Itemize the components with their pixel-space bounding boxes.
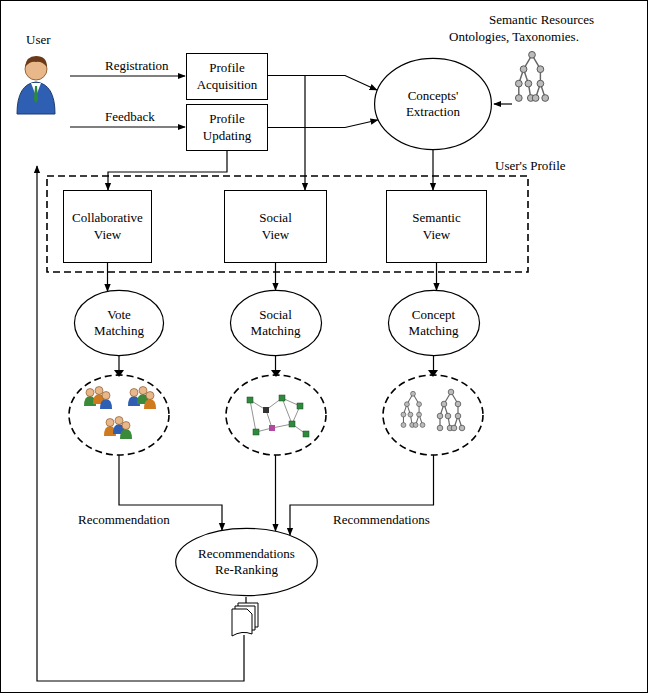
registration-arrow [70, 75, 185, 76]
node-text: Collaborative View [69, 210, 147, 243]
process-ellipse: Vote Matching [74, 290, 164, 356]
node-text: Semantic View [406, 210, 468, 243]
process-box: Social View [224, 190, 327, 263]
feedback-loop-line [37, 166, 244, 681]
free-label: Semantic Resources [487, 12, 596, 28]
resources-arrow [494, 103, 512, 104]
social-network-group [226, 375, 326, 455]
connector-arrow [268, 76, 305, 191]
process-ellipse: Concept Matching [388, 290, 480, 356]
arrow-head [271, 370, 281, 377]
connector-arrow [275, 263, 276, 290]
node-text: Vote Matching [89, 307, 149, 340]
node-text: Social View [248, 210, 303, 243]
views-group-frame [47, 176, 528, 272]
user-icon [17, 56, 55, 114]
connector-arrow [107, 263, 108, 291]
edge-label: Recommendation [76, 512, 172, 528]
node-text: Profile Updating [192, 111, 262, 144]
connector-arrow [268, 76, 377, 91]
edge-label: Recommendations [331, 512, 432, 528]
process-box: Collaborative View [63, 190, 152, 263]
arrow-head [428, 370, 438, 377]
feedback-arrow [70, 126, 185, 127]
connector-arrow [108, 151, 227, 190]
connector-arrow [432, 150, 433, 190]
process-box: Semantic View [386, 190, 487, 263]
semantic-resources-tree [515, 51, 548, 101]
output-line [245, 597, 246, 603]
edge-label: User's Profile [493, 158, 568, 174]
process-ellipse: Concepts' Extraction [374, 58, 492, 150]
process-ellipse: Recommendations Re-Ranking [175, 528, 318, 596]
document-stack-icon [232, 603, 258, 636]
node-text: Social Matching [245, 307, 307, 340]
process-box: Profile Acquisition [186, 53, 268, 100]
process-ellipse: Social Matching [230, 290, 322, 356]
free-label: User [24, 32, 53, 48]
node-text: Profile Acquisition [192, 60, 262, 93]
free-label: Feedback [103, 109, 157, 125]
free-label: Registration [103, 58, 171, 74]
connector-arrow [268, 120, 378, 128]
concept-trees-group [383, 375, 483, 455]
process-box: Profile Updating [186, 104, 268, 151]
node-text: Recommendations Re-Ranking [192, 546, 302, 579]
free-label: Ontologies, Taxonomies. [447, 29, 581, 45]
node-text: Concepts' Extraction [393, 88, 473, 121]
node-text: Concept Matching [403, 307, 465, 340]
connector-arrow [436, 263, 437, 290]
arrow-head [114, 370, 124, 377]
user-cluster-group [69, 375, 169, 455]
